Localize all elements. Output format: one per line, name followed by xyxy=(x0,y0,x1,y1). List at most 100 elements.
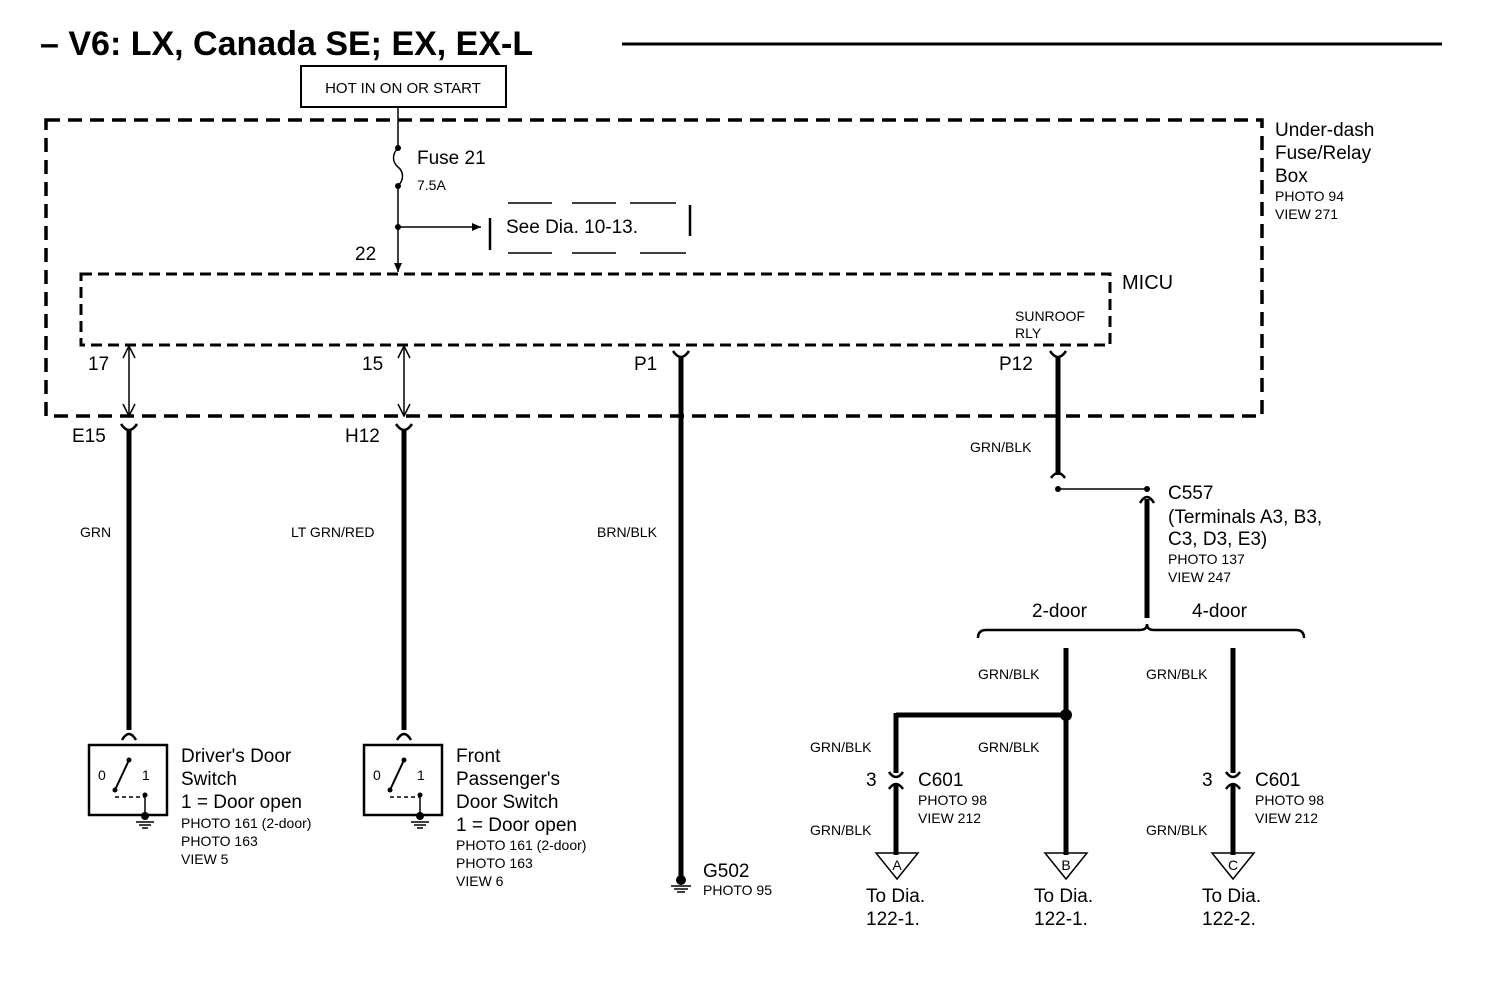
c601-left-top-symbol xyxy=(887,771,905,779)
pin-15-link xyxy=(397,344,411,418)
see-dia-box xyxy=(488,202,692,254)
fuse-box-view: VIEW 271 xyxy=(1275,206,1338,222)
wire-brn-blk-label: BRN/BLK xyxy=(597,524,658,540)
micu-input-pin: 22 xyxy=(355,244,376,265)
output-b-num: 122-1. xyxy=(1034,909,1088,930)
see-dia-label: See Dia. 10-13. xyxy=(506,217,638,238)
fuse-21-symbol xyxy=(392,145,404,189)
c557-name: C557 xyxy=(1168,483,1213,504)
passenger-switch-photo-1: PHOTO 161 (2-door) xyxy=(456,837,586,853)
wire-2door-label: GRN/BLK xyxy=(978,666,1040,682)
passenger-switch-photo-2: PHOTO 163 xyxy=(456,855,533,871)
passenger-door-switch xyxy=(362,743,444,829)
output-c-letter: C xyxy=(1228,857,1238,873)
connector-p1-symbol xyxy=(671,350,691,359)
c557-link-dot-right xyxy=(1144,486,1150,492)
drivers-switch-photo-2: PHOTO 163 xyxy=(181,833,258,849)
fuse-rating: 7.5A xyxy=(417,177,446,193)
wire-p12-grn-blk-label: GRN/BLK xyxy=(970,439,1032,455)
micu-relay-line-1: SUNROOF xyxy=(1015,308,1085,324)
wire-grn-label: GRN xyxy=(80,524,111,540)
fuse-relay-box-outline xyxy=(44,118,1264,418)
c557-detail-2: C3, D3, E3) xyxy=(1168,529,1267,550)
c601-right-bottom-symbol xyxy=(1224,782,1242,790)
connector-e15-symbol xyxy=(119,423,139,432)
p12-wire-end-symbol xyxy=(1049,471,1067,479)
output-a: A To Dia. 122-1. xyxy=(866,852,925,930)
wire-4door-label: GRN/BLK xyxy=(1146,666,1208,682)
connector-e15-label: E15 xyxy=(72,426,106,447)
wire-to-a-lower-label: GRN/BLK xyxy=(810,822,872,838)
output-c: C To Dia. 122-2. xyxy=(1202,852,1261,930)
c557-detail-1: (Terminals A3, B3, xyxy=(1168,507,1322,528)
c601-right-name: C601 xyxy=(1255,770,1300,791)
drivers-switch-name-1: Driver's Door xyxy=(181,746,292,767)
fuse-name: Fuse 21 xyxy=(417,148,486,169)
output-c-to: To Dia. xyxy=(1202,886,1261,907)
passenger-switch-pos0: 0 xyxy=(373,767,381,783)
output-a-to: To Dia. xyxy=(866,886,925,907)
fuse-box-name-3: Box xyxy=(1275,166,1308,187)
hot-label-box xyxy=(300,65,507,108)
drivers-switch-pos0: 0 xyxy=(98,767,106,783)
c601-left-name: C601 xyxy=(918,770,963,791)
output-b-to: To Dia. xyxy=(1034,886,1093,907)
wire-to-a-upper-label: GRN/BLK xyxy=(810,739,872,755)
ground-g502-symbol xyxy=(671,875,691,893)
passenger-switch-pin-symbol xyxy=(395,732,413,741)
fuse-box-name-1: Under-dash xyxy=(1275,120,1374,141)
connector-p12-symbol xyxy=(1048,350,1068,359)
passenger-switch-view: VIEW 6 xyxy=(456,873,504,889)
fuse-box-name-2: Fuse/Relay xyxy=(1275,143,1372,164)
connector-h12-symbol xyxy=(394,423,414,432)
ground-name: G502 xyxy=(703,861,749,882)
passenger-switch-pos1: 1 xyxy=(417,767,425,783)
wire-lt-grn-red-label: LT GRN/RED xyxy=(291,524,375,540)
c601-left-photo: PHOTO 98 xyxy=(918,792,987,808)
output-b-letter: B xyxy=(1061,857,1070,873)
drivers-switch-photo-1: PHOTO 161 (2-door) xyxy=(181,815,311,831)
ground-photo: PHOTO 95 xyxy=(703,882,772,898)
micu-pin-p1: P1 xyxy=(634,354,657,375)
c601-left-view: VIEW 212 xyxy=(918,810,981,826)
c601-right-photo: PHOTO 98 xyxy=(1255,792,1324,808)
diagram-title: – V6: LX, Canada SE; EX, EX-L xyxy=(40,25,533,63)
drivers-switch-pin-symbol xyxy=(120,732,138,741)
c557-photo: PHOTO 137 xyxy=(1168,551,1245,567)
passenger-switch-name-1: Front xyxy=(456,746,501,767)
drivers-switch-state: 1 = Door open xyxy=(181,792,302,813)
c601-right-view: VIEW 212 xyxy=(1255,810,1318,826)
variant-4-door: 4-door xyxy=(1192,601,1248,622)
drivers-switch-pos1: 1 xyxy=(142,767,150,783)
micu-pin-17: 17 xyxy=(88,354,109,375)
c601-left-pin: 3 xyxy=(866,770,877,791)
variant-2-door: 2-door xyxy=(1032,601,1088,622)
output-a-letter: A xyxy=(892,857,902,873)
drivers-door-switch xyxy=(87,743,169,829)
output-a-num: 122-1. xyxy=(866,909,920,930)
hot-label: HOT IN ON OR START xyxy=(325,80,481,97)
drivers-switch-name-2: Switch xyxy=(181,769,237,790)
connector-c557-symbol xyxy=(1138,495,1156,504)
fuse-box-photo: PHOTO 94 xyxy=(1275,188,1344,204)
passenger-switch-name-2: Passenger's xyxy=(456,769,560,790)
c601-left-bottom-symbol xyxy=(887,782,905,790)
passenger-switch-state: 1 = Door open xyxy=(456,815,577,836)
c601-right-top-symbol xyxy=(1224,771,1242,779)
micu-box-outline xyxy=(79,272,1112,347)
pin-17-link xyxy=(122,344,136,418)
c557-view: VIEW 247 xyxy=(1168,569,1231,585)
micu-pin-15: 15 xyxy=(362,354,383,375)
wire-to-b-label: GRN/BLK xyxy=(978,739,1040,755)
wire-4door-lower-label: GRN/BLK xyxy=(1146,822,1208,838)
drivers-switch-view: VIEW 5 xyxy=(181,851,229,867)
connector-h12-label: H12 xyxy=(345,426,380,447)
variant-brace xyxy=(976,623,1306,639)
c601-right-pin: 3 xyxy=(1202,770,1213,791)
micu-name: MICU xyxy=(1122,272,1173,294)
passenger-switch-name-3: Door Switch xyxy=(456,792,558,813)
output-c-num: 122-2. xyxy=(1202,909,1256,930)
micu-relay-line-2: RLY xyxy=(1015,325,1042,341)
micu-pin-p12: P12 xyxy=(999,354,1033,375)
